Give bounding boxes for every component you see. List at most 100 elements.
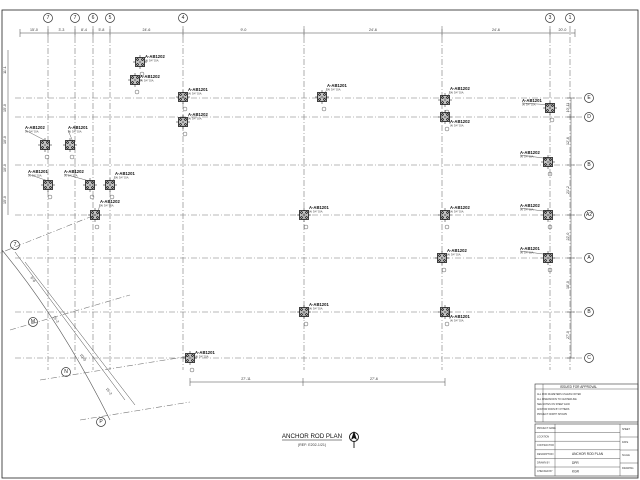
svg-text:4: 4 xyxy=(182,15,185,21)
anchor-tag-label: A-AB1201 xyxy=(28,169,48,174)
anchor-tag-label: A-AB1201 xyxy=(520,246,540,251)
anchor-tag-label: A-AB1202 xyxy=(188,112,208,117)
left-dim-3: 10'-0 xyxy=(3,136,7,144)
grid-bubble-right: A xyxy=(584,253,594,263)
revision-row-5: PROJECT NORTH SHOWN xyxy=(537,413,567,416)
diagonal-dim-3: 10'-0 xyxy=(79,353,87,362)
svg-text:D: D xyxy=(587,114,591,120)
anchor-tag-sub: (4) 3/4" DIA. xyxy=(188,92,202,96)
anchor-tag-sub: (4) 3/4" DIA. xyxy=(309,210,323,214)
anchor-tag-label: A-AB1202 xyxy=(25,125,45,130)
grid-bubble-top: 1 xyxy=(565,13,575,23)
left-dim-1: 11'-1 xyxy=(3,66,7,74)
revision-row-4: ANCHOR RODS BY OTHERS xyxy=(537,408,570,411)
anchor-rod-group: A-AB1201(4) 3/4" DIA. xyxy=(183,350,215,373)
anchor-rod-group: A-AB1202(4) 3/4" DIA. xyxy=(88,199,120,230)
left-dim-5: 15'-0 xyxy=(3,196,7,204)
svg-text:5: 5 xyxy=(109,15,112,21)
anchor-tag-sub: (4) 3/4" DIA. xyxy=(25,130,39,134)
anchor-tag-label: A-AB1202 xyxy=(140,74,160,79)
revision-row-2: ALL DIMENSIONS TO CENTERLINE xyxy=(537,398,577,401)
left-dim-2: 15'-0 xyxy=(3,104,7,112)
anchor-rod-group: A-AB1201(4) 3/4" DIA. xyxy=(27,169,55,200)
grid-bubble-top: 7 xyxy=(70,13,80,23)
grid-bubble-top: 4 xyxy=(178,13,188,23)
svg-text:7: 7 xyxy=(74,15,77,21)
left-dimension-chain: 11'-1 15'-0 10'-0 10'-0 15'-0 xyxy=(3,50,9,215)
anchor-tag-label: A-AB1201 xyxy=(309,302,329,307)
grid-bubble-right: C xyxy=(584,353,594,363)
right-dim-6: 27'-0 xyxy=(566,331,570,339)
grid-bubble-top: 6 xyxy=(88,13,98,23)
anchor-tag-label: A-AB1201 xyxy=(327,83,347,88)
anchor-tag-sub: (4) 3/4" DIA. xyxy=(68,130,82,134)
grid-bubble-diagonal: P xyxy=(96,417,106,427)
title-block: PROJECT NAMELOCATIONCONTRACTORDESCRIPTIO… xyxy=(534,423,639,477)
anchor-rod-group: A-AB1201(4) 3/4" DIA. xyxy=(103,171,135,200)
anchor-rod-group: A-AB1202(4) 3/4" DIA. xyxy=(128,73,160,95)
grid-bubble-right: E xyxy=(584,93,594,103)
anchor-tag-label: A-AB1201 xyxy=(68,125,88,130)
anchor-rod-group: A-AB1202(4) 3/4" DIA. xyxy=(519,150,555,177)
svg-text:A: A xyxy=(587,255,591,261)
anchor-tag-sub: (4) 3/4" DIA. xyxy=(140,79,154,83)
anchor-tag-sub: (4) 3/4" DIA. xyxy=(522,103,536,107)
grid-bubble-diagonal: N xyxy=(61,367,71,377)
anchor-tag-sub: (4) 3/4" DIA. xyxy=(520,251,534,255)
title-side-sheet: SHEET xyxy=(622,428,631,431)
right-dim-2: 12'-6 xyxy=(566,137,570,145)
revision-block: ISSUED FOR APPROVAL ALL ROD DIAMETERS UN… xyxy=(534,383,639,423)
anchor-rod-group: A-AB1201(4) 3/4" DIA. xyxy=(297,205,329,230)
anchor-rod-group: A-AB1202(4) 3/4" DIA. xyxy=(438,205,470,230)
anchor-tag-sub: (4) 3/4" DIA. xyxy=(450,124,464,128)
top-dim-4: 5'-8 xyxy=(99,28,105,32)
right-dim-5: 18'-0 xyxy=(566,281,570,289)
svg-text:3: 3 xyxy=(549,15,552,21)
svg-text:B: B xyxy=(587,162,591,168)
anchor-rod-group: A-AB1202(4) 3/4" DIA. xyxy=(438,86,470,115)
anchor-tag-label: A-AB1202 xyxy=(450,86,470,91)
grid-bubble-diagonal: M xyxy=(28,317,38,327)
svg-text:A2: A2 xyxy=(586,212,592,218)
anchor-tag-sub: (4) 3/4" DIA. xyxy=(309,307,323,311)
top-dim-8: 24'-6 xyxy=(492,28,500,32)
anchor-rod-group: A-AB1201(4) 3/4" DIA. xyxy=(519,246,555,273)
grid-bubble-top: 7 xyxy=(43,13,53,23)
anchor-rod-group: A-AB1201(4) 3/4" DIA. xyxy=(438,305,470,327)
anchor-tag-sub: (4) 3/4" DIA. xyxy=(188,117,202,121)
grid-bubble-right: B xyxy=(584,160,594,170)
diagonal-dim-4: 15'-2 xyxy=(105,387,113,396)
drawing-title-group: ANCHOR ROD PLAN (REF: E202-1/21) xyxy=(282,431,359,448)
svg-text:B: B xyxy=(587,309,591,315)
anchor-rod-group: A-AB1202(4) 3/4" DIA. xyxy=(519,203,555,230)
anchor-tag-label: A-AB1201 xyxy=(115,171,135,176)
left-dim-4: 10'-0 xyxy=(3,164,7,172)
revision-title: ISSUED FOR APPROVAL xyxy=(560,385,597,389)
anchor-tag-label: A-AB1202 xyxy=(520,150,540,155)
right-dim-3: 21'-2 xyxy=(566,186,570,194)
revision-row-3: SEE NOTES ON SHEET E100 xyxy=(537,403,570,406)
top-dim-2: 3'-3 xyxy=(59,28,65,32)
drawing-reference: (REF: E202-1/21) xyxy=(298,443,326,447)
svg-text:M: M xyxy=(31,319,35,325)
anchor-tag-sub: (4) 3/4" DIA. xyxy=(450,210,464,214)
svg-text:7: 7 xyxy=(14,242,17,248)
anchor-rod-group: A-AB1201(4) 3/4" DIA. xyxy=(63,125,88,160)
anchor-tag-sub: (4) 3/4" DIA. xyxy=(195,355,209,359)
grid-bubble-right: D xyxy=(584,112,594,122)
svg-text:7: 7 xyxy=(47,15,50,21)
top-dim-7: 24'-6 xyxy=(369,28,377,32)
svg-text:6: 6 xyxy=(92,15,95,21)
anchor-tag-label: A-AB1201 xyxy=(188,87,208,92)
svg-text:N: N xyxy=(64,369,68,375)
title-block-label: PROJECT NAME xyxy=(537,427,556,430)
svg-text:1: 1 xyxy=(569,15,572,21)
anchor-tag-sub: (4) 3/4" DIA. xyxy=(450,319,464,323)
svg-text:E: E xyxy=(587,95,591,101)
title-side-scale: SCALE xyxy=(622,454,630,457)
grid-bubble-right: A2 xyxy=(584,210,594,220)
anchor-rod-group: A-AB1202(4) 3/4" DIA. xyxy=(63,169,97,200)
title-side-date: DATE xyxy=(622,441,629,444)
title-side-drawing: DRAWING xyxy=(622,467,634,470)
